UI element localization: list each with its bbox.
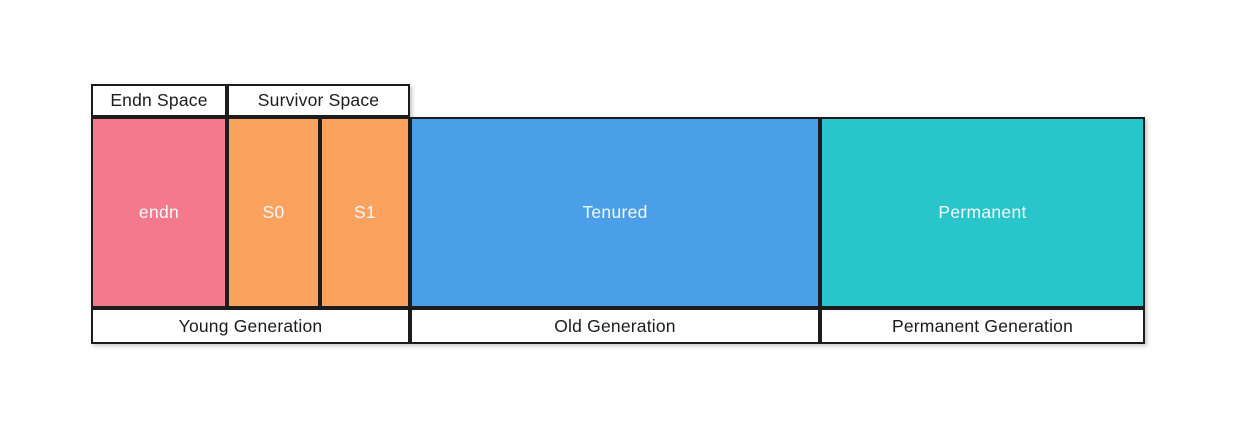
label-survivor-space: Survivor Space <box>227 84 410 117</box>
top-label-row: Endn Space Survivor Space <box>91 84 410 117</box>
block-s0: S0 <box>227 117 320 308</box>
block-s1: S1 <box>320 117 410 308</box>
block-permanent: Permanent <box>820 117 1145 308</box>
label-old-generation: Old Generation <box>410 308 820 344</box>
memory-block-row: endn S0 S1 Tenured Permanent <box>91 117 1145 308</box>
label-young-generation: Young Generation <box>91 308 410 344</box>
block-endn: endn <box>91 117 227 308</box>
label-endn-space: Endn Space <box>91 84 227 117</box>
generation-label-row: Young Generation Old Generation Permanen… <box>91 308 1145 344</box>
label-permanent-generation: Permanent Generation <box>820 308 1145 344</box>
block-tenured: Tenured <box>410 117 820 308</box>
